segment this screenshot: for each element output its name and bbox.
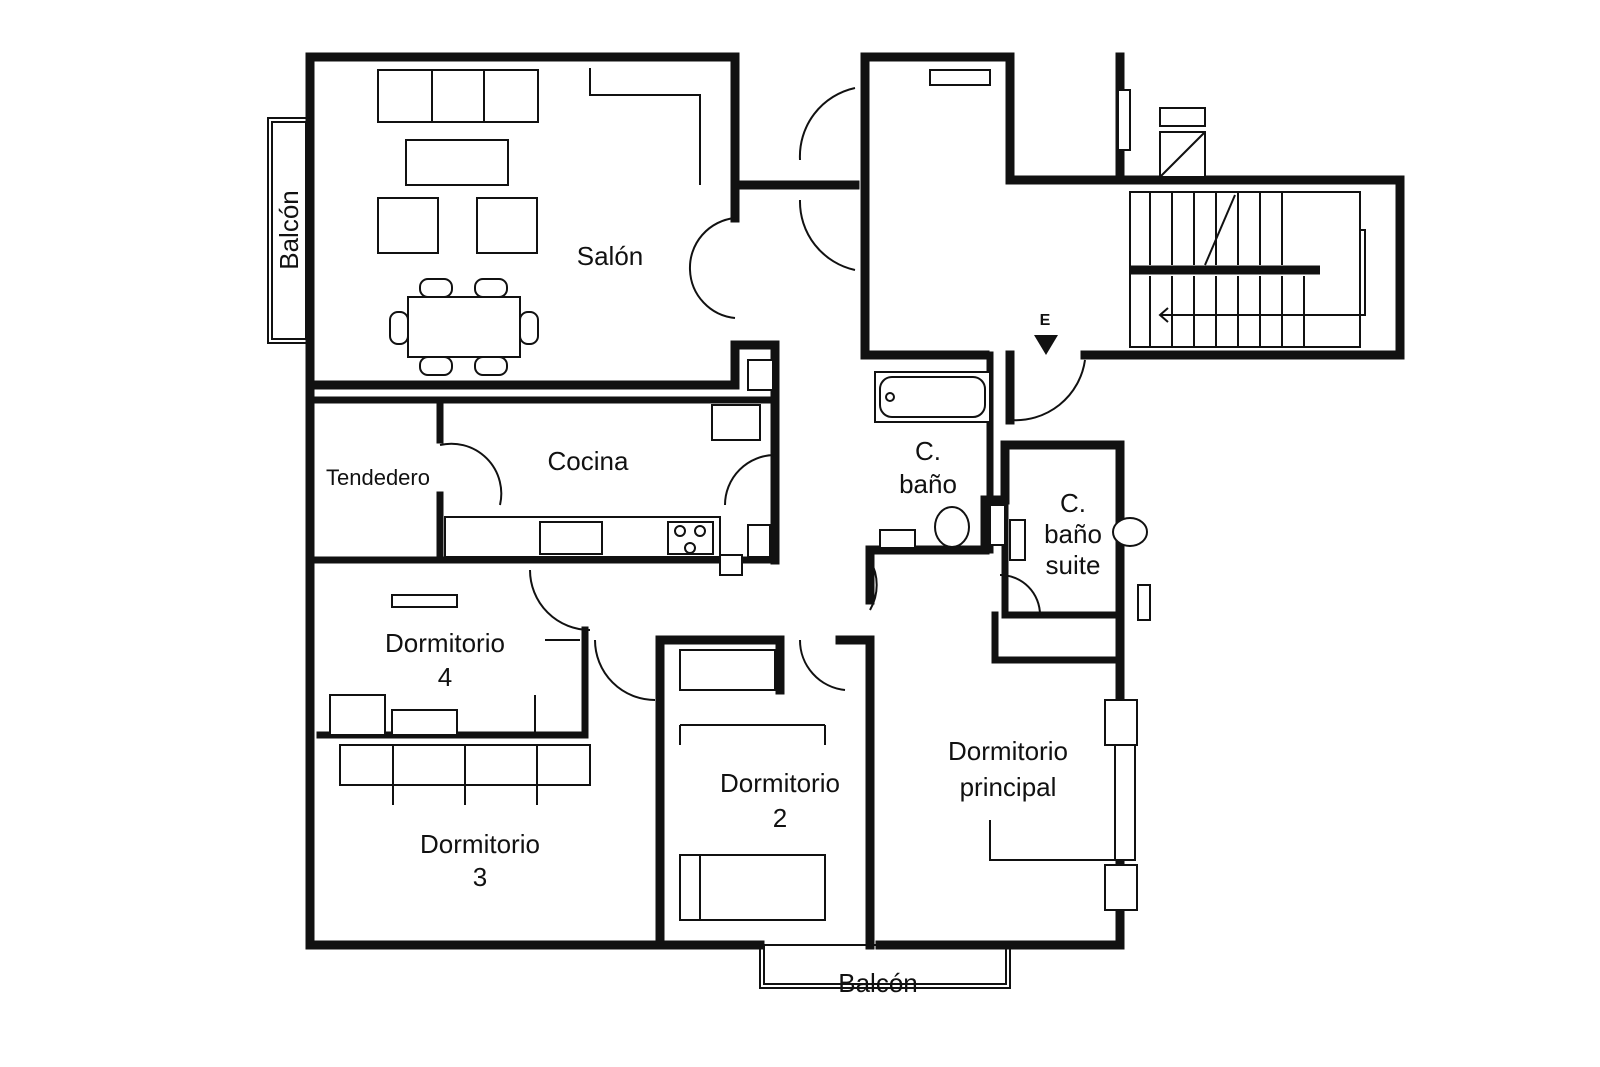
balcon-bottom-label: Balcón: [838, 968, 918, 998]
cocina-label: Cocina: [548, 446, 629, 476]
dorm-principal-label-line2: principal: [960, 772, 1057, 802]
c-bano-label-line1: C.: [915, 436, 941, 466]
bano-suite-label-line1: C.: [1060, 488, 1086, 518]
dorm3-label-line1: Dormitorio: [420, 829, 540, 859]
dorm4-label-line2: 4: [438, 662, 452, 692]
entrance-arrow-icon: [1034, 335, 1058, 355]
dorm2-label-line1: Dormitorio: [720, 768, 840, 798]
furniture: [329, 68, 1151, 921]
doors: [439, 87, 1086, 701]
salon-label: Salón: [577, 241, 644, 271]
bano-suite-label-line2: baño: [1044, 519, 1102, 549]
balconies: [267, 117, 1011, 989]
dorm2-label-line2: 2: [773, 803, 787, 833]
balcon-left-label: Balcón: [274, 190, 304, 270]
entrance-label: E: [1040, 312, 1051, 329]
dorm3-label-line2: 3: [473, 862, 487, 892]
dorm4-label-line1: Dormitorio: [385, 628, 505, 658]
walls: [305, 52, 1405, 950]
entrance-marker: E: [1034, 312, 1058, 355]
room-labels: Balcón Salón Cocina Tendedero C. baño C.…: [274, 190, 1102, 998]
dorm-principal-label-line1: Dormitorio: [948, 736, 1068, 766]
bano-suite-label-line3: suite: [1046, 550, 1101, 580]
c-bano-label-line2: baño: [899, 469, 957, 499]
staircase: [1129, 107, 1366, 348]
tendedero-label: Tendedero: [326, 465, 430, 490]
